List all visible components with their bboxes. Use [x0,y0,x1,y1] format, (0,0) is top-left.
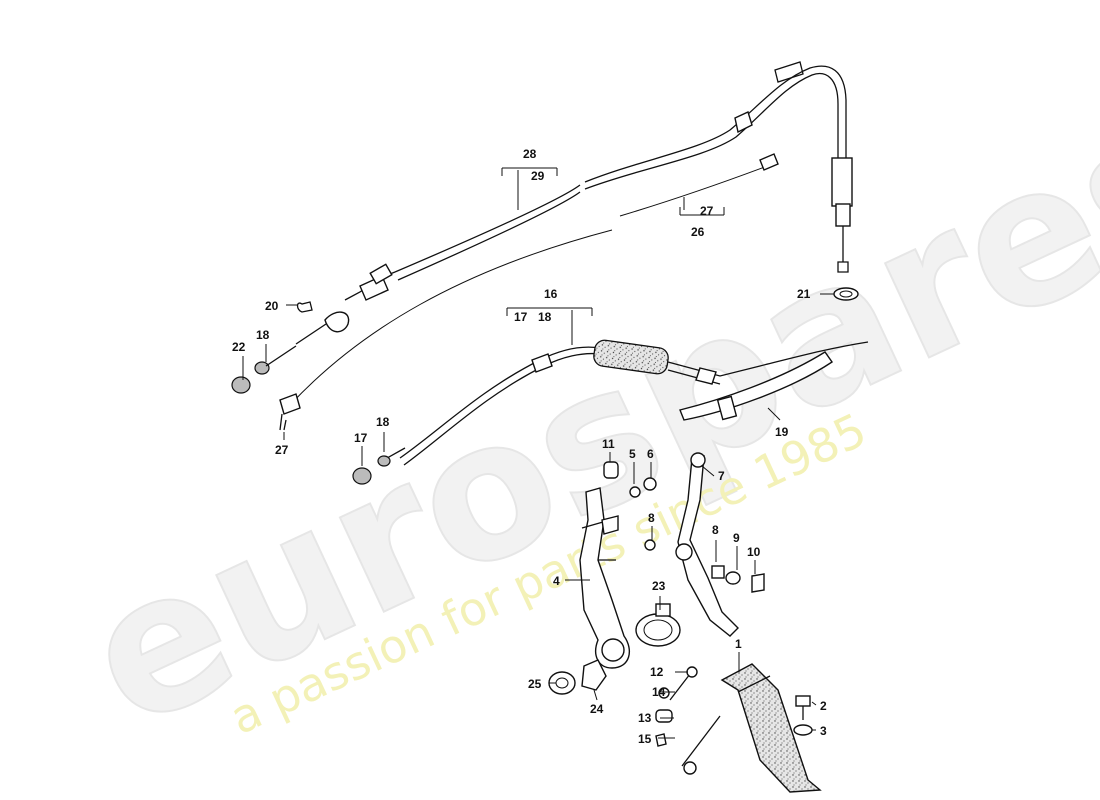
callout-12: 12 [650,665,664,679]
callout-27-lower: 27 [275,443,289,457]
callout-15: 15 [638,732,652,746]
callout-9: 9 [733,531,740,545]
callout-22: 22 [232,340,246,354]
bearing-23 [635,603,681,647]
nuts-24-25 [548,659,607,695]
callout-17: 17 [514,310,528,324]
callout-24: 24 [590,702,604,716]
callout-1: 1 [735,637,742,651]
callout-5: 5 [629,447,636,461]
callout-8-right: 8 [712,523,719,537]
callout-27: 27 [700,204,714,218]
callout-16: 16 [544,287,558,301]
throttle-cable-lower [352,339,869,485]
callout-29: 29 [531,169,545,183]
callout-18-mid: 18 [538,310,552,324]
leader-lines [242,167,834,739]
small-hardware [603,461,765,593]
callout-labels: 28 29 27 26 21 20 22 18 27 16 17 18 18 1… [232,147,827,746]
callout-4: 4 [553,574,560,588]
pedal-lever-7 [675,452,739,637]
bolts [655,666,813,775]
callout-10: 10 [747,545,761,559]
watermark: eurospares a passion for parts since 198… [55,62,1100,772]
callout-26: 26 [691,225,705,239]
callout-20: 20 [265,299,279,313]
accelerator-pedal-1 [720,663,822,793]
callout-3: 3 [820,724,827,738]
inner-cable-lower [279,153,779,431]
callout-8: 8 [648,511,655,525]
callout-25: 25 [528,677,542,691]
pedal-lever-4 [579,487,631,669]
callout-19: 19 [775,425,789,439]
callout-21: 21 [797,287,811,301]
left-fittings [231,301,313,431]
callout-7: 7 [718,469,725,483]
ring-21 [833,287,859,301]
callout-2: 2 [820,699,827,713]
throttle-cable-upper [295,61,853,345]
callout-11: 11 [602,437,615,451]
watermark-brand: eurospares [56,63,1100,771]
callout-23: 23 [652,579,666,593]
callout-18: 18 [256,328,270,342]
callout-14: 14 [652,685,666,699]
callout-6: 6 [647,447,654,461]
callout-17-lower: 17 [354,431,368,445]
callout-18-lower: 18 [376,415,390,429]
hose-19 [679,351,833,421]
callout-28: 28 [523,147,537,161]
callout-13: 13 [638,711,652,725]
